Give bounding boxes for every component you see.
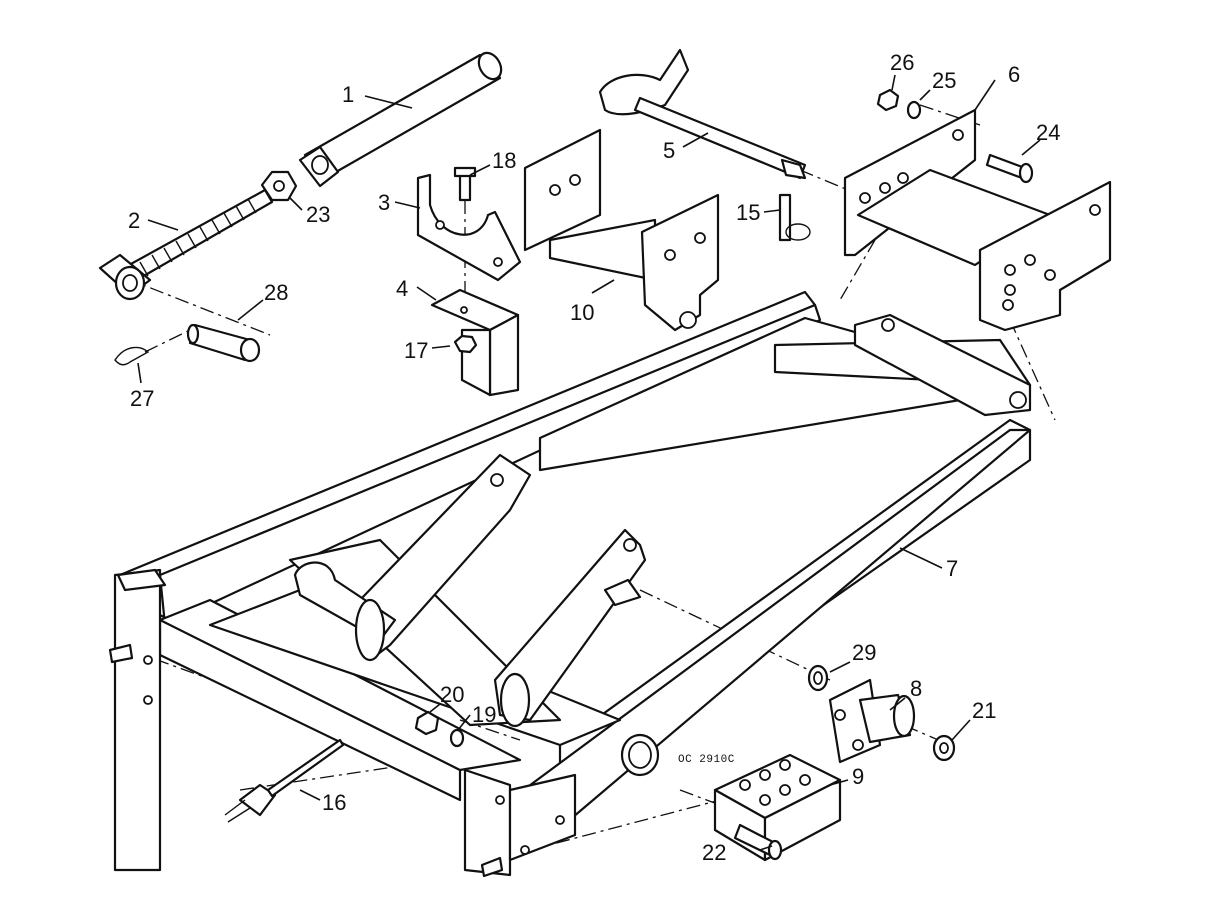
part-lynch-pin-15: [778, 193, 811, 242]
callout-28: 28: [264, 280, 288, 305]
callout-9: 9: [852, 764, 864, 789]
callout-8: 8: [910, 676, 922, 701]
callout-25: 25: [932, 68, 956, 93]
lift-arms: [293, 453, 647, 728]
callout-15: 15: [736, 200, 760, 225]
callout-10: 10: [570, 300, 594, 325]
callout-7: 7: [946, 556, 958, 581]
callout-26: 26: [890, 50, 914, 75]
drawing-code-label: OC 2910C: [678, 754, 735, 766]
callout-5: 5: [663, 138, 675, 163]
part-washer-21: [932, 734, 956, 762]
part-bolt-24: [985, 153, 1034, 184]
callout-19: 19: [472, 702, 496, 727]
part-handle-pin-5: [598, 48, 807, 180]
callout-17: 17: [404, 338, 428, 363]
part-washer-25: [906, 100, 922, 120]
part-spacer-29: [807, 664, 829, 692]
callout-21: 21: [972, 698, 996, 723]
callout-29: 29: [852, 640, 876, 665]
leader-lines: [137, 74, 1041, 851]
part-mounting-plate-6: [843, 108, 1112, 332]
callout-1: 1: [342, 82, 354, 107]
part-bracket-3: [416, 173, 522, 282]
part-tube-1: [298, 51, 503, 188]
callout-2: 2: [128, 208, 140, 233]
part-washer-19: [449, 728, 465, 748]
part-nut-20: [414, 710, 440, 736]
callout-labels: 1 2 3 4 5 6 7 8 9 10 15 16 17 18 19 20 2…: [128, 50, 1060, 865]
callout-18: 18: [492, 148, 516, 173]
part-nut-23: [260, 170, 298, 202]
callout-4: 4: [396, 276, 408, 301]
part-hitch-bracket-10: [523, 128, 720, 332]
part-nut-26: [876, 88, 900, 112]
callout-20: 20: [440, 682, 464, 707]
part-nut-17: [453, 334, 478, 354]
part-stud-16: [224, 738, 345, 823]
callout-24: 24: [1036, 120, 1060, 145]
part-bolt-18: [453, 166, 477, 202]
part-pin-28: [186, 323, 261, 363]
callout-22: 22: [702, 840, 726, 865]
callout-23: 23: [306, 202, 330, 227]
part-clip-27: [114, 346, 150, 366]
callout-3: 3: [378, 190, 390, 215]
callout-27: 27: [130, 386, 154, 411]
part-flange-stub-8: [828, 678, 916, 764]
part-threaded-rod-2: [98, 188, 274, 301]
callout-6: 6: [1008, 62, 1020, 87]
callout-16: 16: [322, 790, 346, 815]
